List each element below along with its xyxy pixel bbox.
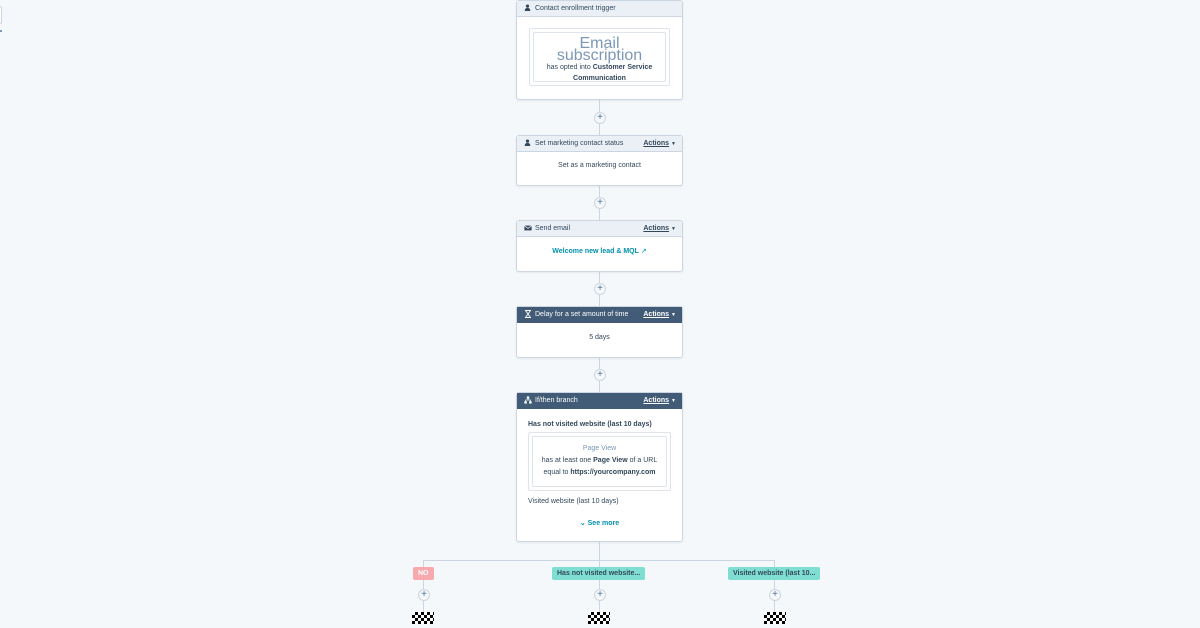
actions-label: Actions	[643, 397, 670, 404]
card-title: If/then branch	[535, 397, 578, 404]
step-body: Set as a marketing contact	[558, 162, 641, 169]
actions-dropdown[interactable]: Actions▼	[643, 397, 676, 404]
card-header: Contact enrollment trigger	[517, 1, 682, 17]
add-action-button-branch2[interactable]: +	[769, 589, 781, 601]
actions-dropdown[interactable]: Actions▼	[643, 225, 676, 232]
outcome-tag-no[interactable]: NO	[413, 567, 434, 580]
card-title: Contact enrollment trigger	[535, 5, 616, 12]
branch-1-label: Has not visited website (last 10 days)	[528, 421, 652, 428]
delay-card[interactable]: Delay for a set amount of time Actions▼ …	[516, 306, 683, 358]
hourglass-icon	[523, 309, 532, 320]
send-email-card[interactable]: Send email Actions▼ Welcome new lead & M…	[516, 220, 683, 272]
filter-text: has opted into	[546, 64, 591, 71]
email-icon	[523, 224, 532, 233]
actions-label: Actions	[643, 140, 670, 147]
filter-text: equal to	[543, 469, 569, 476]
branch-filter-box[interactable]: Page View has at least one Page View of …	[528, 432, 671, 491]
filter-bold: Page View	[593, 457, 628, 464]
checkered-flag-icon	[764, 612, 786, 624]
branch-icon	[523, 395, 532, 406]
external-link-icon: ↗	[640, 248, 647, 255]
branch-line-1	[599, 560, 600, 612]
set-marketing-status-card[interactable]: Set marketing contact status Actions▼ Se…	[516, 135, 683, 186]
filter-type: Page View	[582, 445, 617, 452]
see-more-toggle[interactable]: ⌄ See more	[528, 519, 671, 527]
panel-handle-dot	[0, 30, 2, 32]
checkered-flag-icon	[412, 612, 434, 624]
trigger-filter-box[interactable]: Email subscription has opted into Custom…	[529, 28, 670, 86]
add-action-button-branch1[interactable]: +	[594, 589, 606, 601]
add-action-button-no[interactable]: +	[418, 589, 430, 601]
add-action-button[interactable]: +	[594, 283, 606, 295]
caret-down-icon: ▼	[671, 141, 676, 147]
filter-text: has at least one	[541, 457, 592, 464]
chevron-down-icon: ⌄	[579, 520, 586, 527]
filter-text: of a URL	[629, 457, 658, 464]
filter-url: https://yourcompany.com	[570, 469, 656, 476]
card-title: Set marketing contact status	[535, 140, 624, 147]
actions-dropdown[interactable]: Actions▼	[643, 140, 676, 147]
outcome-tag-branch-1[interactable]: Has not visited website...	[552, 567, 646, 580]
see-more-link[interactable]: See more	[587, 520, 620, 527]
contact-icon	[523, 139, 532, 148]
caret-down-icon: ▼	[671, 226, 676, 232]
contact-icon	[523, 4, 532, 13]
caret-down-icon: ▼	[671, 312, 676, 318]
enrollment-trigger-card[interactable]: Contact enrollment trigger Email subscri…	[516, 0, 683, 100]
subscription-name: Customer Service Communication	[573, 64, 653, 82]
outcome-tag-branch-2[interactable]: Visited website (last 10...	[728, 567, 821, 580]
branch-line-no	[423, 560, 424, 612]
add-action-button[interactable]: +	[594, 369, 606, 381]
add-action-button[interactable]: +	[594, 197, 606, 209]
branch-line-2	[774, 560, 775, 612]
actions-label: Actions	[643, 311, 670, 318]
caret-down-icon: ▼	[671, 398, 676, 404]
actions-dropdown[interactable]: Actions▼	[643, 311, 676, 318]
add-action-button[interactable]: +	[594, 112, 606, 124]
card-header: Set marketing contact status Actions▼	[517, 136, 682, 152]
checkered-flag-icon	[588, 612, 610, 624]
branch-2-label: Visited website (last 10 days)	[528, 498, 619, 505]
card-header: Send email Actions▼	[517, 221, 682, 237]
if-then-branch-card[interactable]: If/then branch Actions▼ Has not visited …	[516, 392, 683, 542]
delay-value: 5 days	[589, 334, 610, 341]
filter-type: Email subscription	[556, 35, 643, 64]
actions-label: Actions	[643, 225, 670, 232]
card-title: Delay for a set amount of time	[535, 311, 629, 318]
card-title: Send email	[535, 225, 571, 232]
panel-collapse-handle[interactable]	[0, 6, 2, 24]
card-header: If/then branch Actions▼	[517, 393, 682, 409]
email-link[interactable]: Welcome new lead & MQL	[552, 248, 639, 255]
card-header: Delay for a set amount of time Actions▼	[517, 307, 682, 323]
connector-line	[599, 542, 600, 560]
